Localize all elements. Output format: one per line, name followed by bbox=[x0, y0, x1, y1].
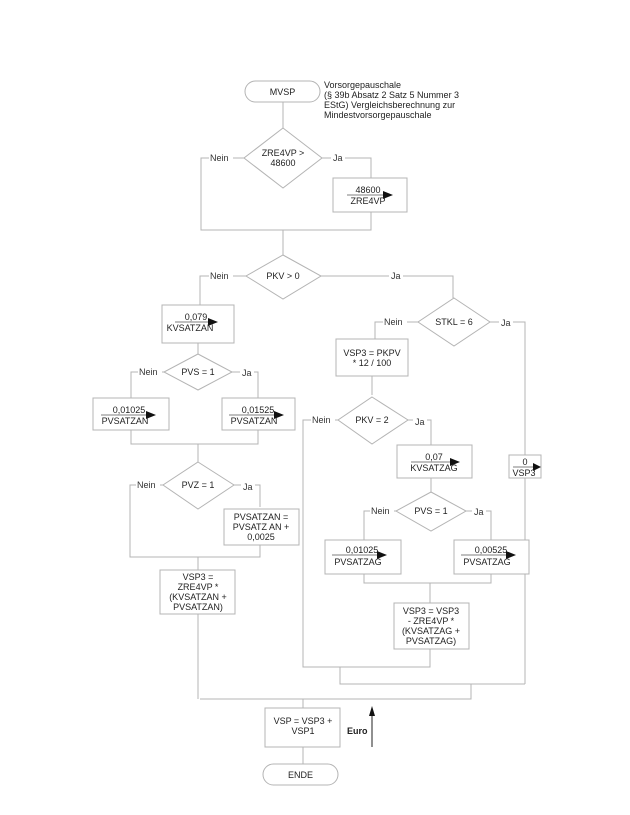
decision-pvs-right: PVS = 1 bbox=[394, 491, 468, 532]
svg-text:Nein: Nein bbox=[384, 317, 403, 327]
decision-pvs-left: PVS = 1 bbox=[162, 353, 234, 391]
assign-vsp3-zero: 0 VSP3 bbox=[508, 454, 542, 479]
svg-text:PVZ = 1: PVZ = 1 bbox=[182, 480, 215, 490]
svg-text:Ja: Ja bbox=[243, 482, 253, 492]
svg-text:(KVSATZAG +: (KVSATZAG + bbox=[402, 626, 460, 636]
svg-text:PVSATZAN: PVSATZAN bbox=[102, 416, 149, 426]
connectors bbox=[129, 102, 526, 764]
svg-text:KVSATZAN: KVSATZAN bbox=[167, 323, 214, 333]
svg-text:Nein: Nein bbox=[312, 415, 331, 425]
assign-zre4vp-cap: 48600 ZRE4VP bbox=[332, 177, 408, 213]
decision-stkl: STKL = 6 bbox=[417, 297, 491, 347]
arrow-up-icon bbox=[369, 706, 375, 716]
svg-text:PVSATZAG: PVSATZAG bbox=[334, 557, 381, 567]
assign-pvsatzag-no: 0,01025 PVSATZAG bbox=[324, 539, 402, 575]
svg-text:STKL = 6: STKL = 6 bbox=[435, 317, 472, 327]
svg-text:Nein: Nein bbox=[210, 271, 229, 281]
svg-text:0,01025: 0,01025 bbox=[113, 405, 146, 415]
svg-text:(§ 39b Absatz 2 Satz 5 Nummer: (§ 39b Absatz 2 Satz 5 Nummer 3 bbox=[324, 90, 459, 100]
process-vsp-final: VSP = VSP3 + VSP1 bbox=[264, 707, 341, 748]
svg-text:PVSATZAN =: PVSATZAN = bbox=[234, 512, 289, 522]
svg-text:PVSATZ AN +: PVSATZ AN + bbox=[233, 522, 290, 532]
svg-text:Ja: Ja bbox=[415, 417, 425, 427]
svg-text:0,079: 0,079 bbox=[185, 312, 208, 322]
svg-text:KVSATZAG: KVSATZAG bbox=[410, 463, 457, 473]
svg-text:VSP = VSP3 +: VSP = VSP3 + bbox=[274, 716, 333, 726]
svg-text:PKV = 2: PKV = 2 bbox=[355, 415, 388, 425]
svg-text:PVS = 1: PVS = 1 bbox=[414, 506, 447, 516]
assign-pvsatzag-yes: 0,00525 PVSATZAG bbox=[453, 539, 530, 575]
decision-pkv-eq2: PKV = 2 bbox=[337, 396, 409, 445]
process-vsp3-right: VSP3 = VSP3 - ZRE4VP * (KVSATZAG + PVSAT… bbox=[393, 602, 470, 650]
process-vsp3-left: VSP3 = ZRE4VP * (KVSATZAN + PVSATZAN) bbox=[159, 569, 236, 615]
unit-label: Euro bbox=[347, 726, 368, 736]
assign-kvsatzag: 0,07 KVSATZAG bbox=[396, 444, 473, 479]
svg-text:EStG) Vergleichsberechnung zur: EStG) Vergleichsberechnung zur bbox=[324, 100, 455, 110]
svg-text:VSP3 = PKPV: VSP3 = PKPV bbox=[343, 348, 400, 358]
decision-pvz: PVZ = 1 bbox=[162, 461, 235, 510]
svg-text:PVSATZAN: PVSATZAN bbox=[231, 416, 278, 426]
svg-text:PVSATZAG): PVSATZAG) bbox=[406, 636, 456, 646]
assign-pvsatzan-no: 0,01025 PVSATZAN bbox=[92, 397, 170, 431]
svg-text:Vorsorgepauschale: Vorsorgepauschale bbox=[324, 80, 401, 90]
end-terminator: ENDE bbox=[262, 763, 339, 786]
svg-text:48600: 48600 bbox=[355, 185, 380, 195]
svg-text:0,01525: 0,01525 bbox=[242, 405, 275, 415]
svg-text:0: 0 bbox=[522, 457, 527, 467]
svg-text:ZRE4VP >: ZRE4VP > bbox=[262, 148, 305, 158]
svg-text:PVSATZAG: PVSATZAG bbox=[463, 557, 510, 567]
svg-text:PVSATZAN): PVSATZAN) bbox=[173, 602, 223, 612]
description: Vorsorgepauschale (§ 39b Absatz 2 Satz 5… bbox=[324, 80, 459, 120]
svg-text:(KVSATZAN +: (KVSATZAN + bbox=[169, 592, 227, 602]
assign-kvsatzan: 0,079 KVSATZAN bbox=[161, 304, 235, 344]
yes-label: Ja bbox=[333, 153, 343, 163]
svg-text:PVS = 1: PVS = 1 bbox=[181, 367, 214, 377]
svg-text:Nein: Nein bbox=[137, 480, 156, 490]
svg-text:Ja: Ja bbox=[501, 318, 511, 328]
no-label: Nein bbox=[210, 153, 229, 163]
process-vsp3-pkpv: VSP3 = PKPV * 12 / 100 bbox=[335, 338, 409, 377]
start-terminator: MVSP bbox=[244, 80, 321, 103]
svg-text:Nein: Nein bbox=[371, 506, 390, 516]
svg-text:Ja: Ja bbox=[474, 507, 484, 517]
svg-text:ZRE4VP *: ZRE4VP * bbox=[178, 582, 219, 592]
svg-text:48600: 48600 bbox=[270, 158, 295, 168]
svg-text:0,07: 0,07 bbox=[425, 452, 443, 462]
assign-pvsatzan-yes: 0,01525 PVSATZAN bbox=[221, 397, 296, 431]
svg-text:PKV > 0: PKV > 0 bbox=[266, 271, 299, 281]
svg-text:Ja: Ja bbox=[242, 368, 252, 378]
svg-text:0,0025: 0,0025 bbox=[247, 532, 275, 542]
svg-text:Ja: Ja bbox=[391, 271, 401, 281]
process-pvsatzan-add: PVSATZAN = PVSATZ AN + 0,0025 bbox=[223, 508, 300, 546]
svg-text:VSP3 = VSP3: VSP3 = VSP3 bbox=[403, 606, 459, 616]
svg-text:VSP3: VSP3 bbox=[512, 468, 535, 478]
end-label: ENDE bbox=[288, 770, 313, 780]
svg-text:Mindestvorsorgepauschale: Mindestvorsorgepauschale bbox=[324, 110, 432, 120]
svg-text:VSP1: VSP1 bbox=[291, 726, 314, 736]
decision-pkv-gt0: PKV > 0 bbox=[245, 254, 322, 300]
svg-text:ZRE4VP: ZRE4VP bbox=[350, 196, 385, 206]
svg-text:VSP3 =: VSP3 = bbox=[183, 572, 214, 582]
svg-text:0,00525: 0,00525 bbox=[475, 545, 508, 555]
svg-text:0,01025: 0,01025 bbox=[346, 545, 379, 555]
start-label: MVSP bbox=[270, 87, 296, 97]
svg-text:- ZRE4VP *: - ZRE4VP * bbox=[408, 616, 455, 626]
svg-text:Nein: Nein bbox=[139, 367, 158, 377]
svg-text:* 12 / 100: * 12 / 100 bbox=[353, 358, 392, 368]
decision-zre4vp: ZRE4VP > 48600 bbox=[243, 127, 323, 189]
